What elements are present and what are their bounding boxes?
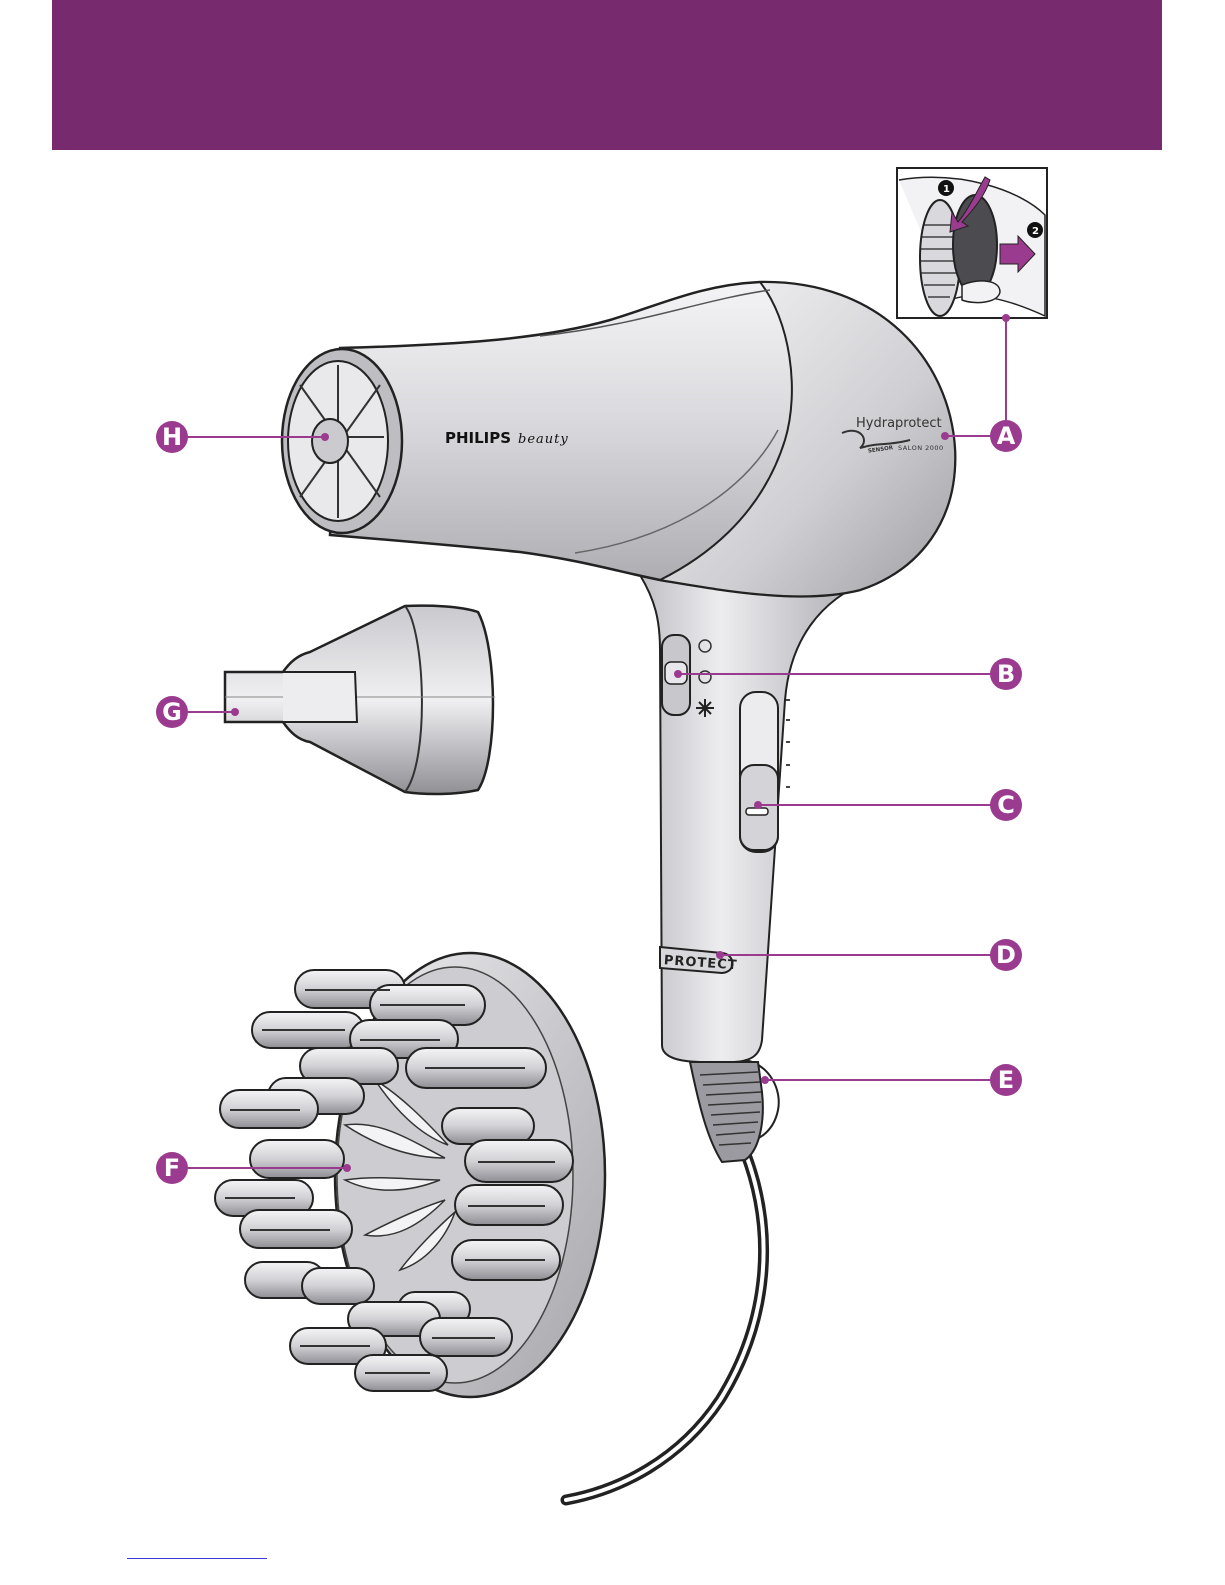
- callout-dot-b: [674, 670, 682, 678]
- callout-letter-a: A: [997, 422, 1016, 450]
- step-2-label: 2: [1032, 226, 1039, 237]
- callout-letter-e: E: [998, 1066, 1014, 1094]
- step-1-label: 1: [943, 184, 950, 195]
- footer-link-line: [127, 1558, 267, 1559]
- callout-dot-a: [941, 432, 949, 440]
- callout-dot-g: [231, 708, 239, 716]
- concentrator-nozzle: [225, 606, 493, 794]
- callout-badge-g: G: [156, 696, 188, 728]
- callout-dot-e: [761, 1076, 769, 1084]
- callout-dot-c: [754, 801, 762, 809]
- outlet-center: [312, 419, 348, 463]
- callout-badge-a: A: [990, 420, 1022, 452]
- callout-badge-d: D: [990, 939, 1022, 971]
- callout-badge-c: C: [990, 789, 1022, 821]
- callout-badge-f: F: [156, 1152, 188, 1184]
- callout-letter-d: D: [996, 941, 1016, 969]
- callout-dot-h: [321, 433, 329, 441]
- callout-badge-b: B: [990, 658, 1022, 690]
- callout-badge-e: E: [990, 1064, 1022, 1096]
- brand-logo: PHILIPS: [445, 429, 511, 447]
- callout-letter-c: C: [997, 791, 1015, 819]
- callout-dot-inset: [1002, 314, 1010, 322]
- callout-letter-b: B: [997, 660, 1015, 688]
- callout-letter-g: G: [162, 698, 182, 726]
- brand-tagline: beauty: [518, 432, 569, 447]
- callout-letter-f: F: [164, 1154, 180, 1182]
- callout-badge-h: H: [156, 421, 188, 453]
- callout-dot-d: [716, 951, 724, 959]
- callout-letter-h: H: [162, 423, 182, 451]
- model-label: SALON 2000: [898, 444, 944, 452]
- callout-dot-f: [343, 1164, 351, 1172]
- hydraprotect-logo: Hydraprotect: [856, 416, 942, 431]
